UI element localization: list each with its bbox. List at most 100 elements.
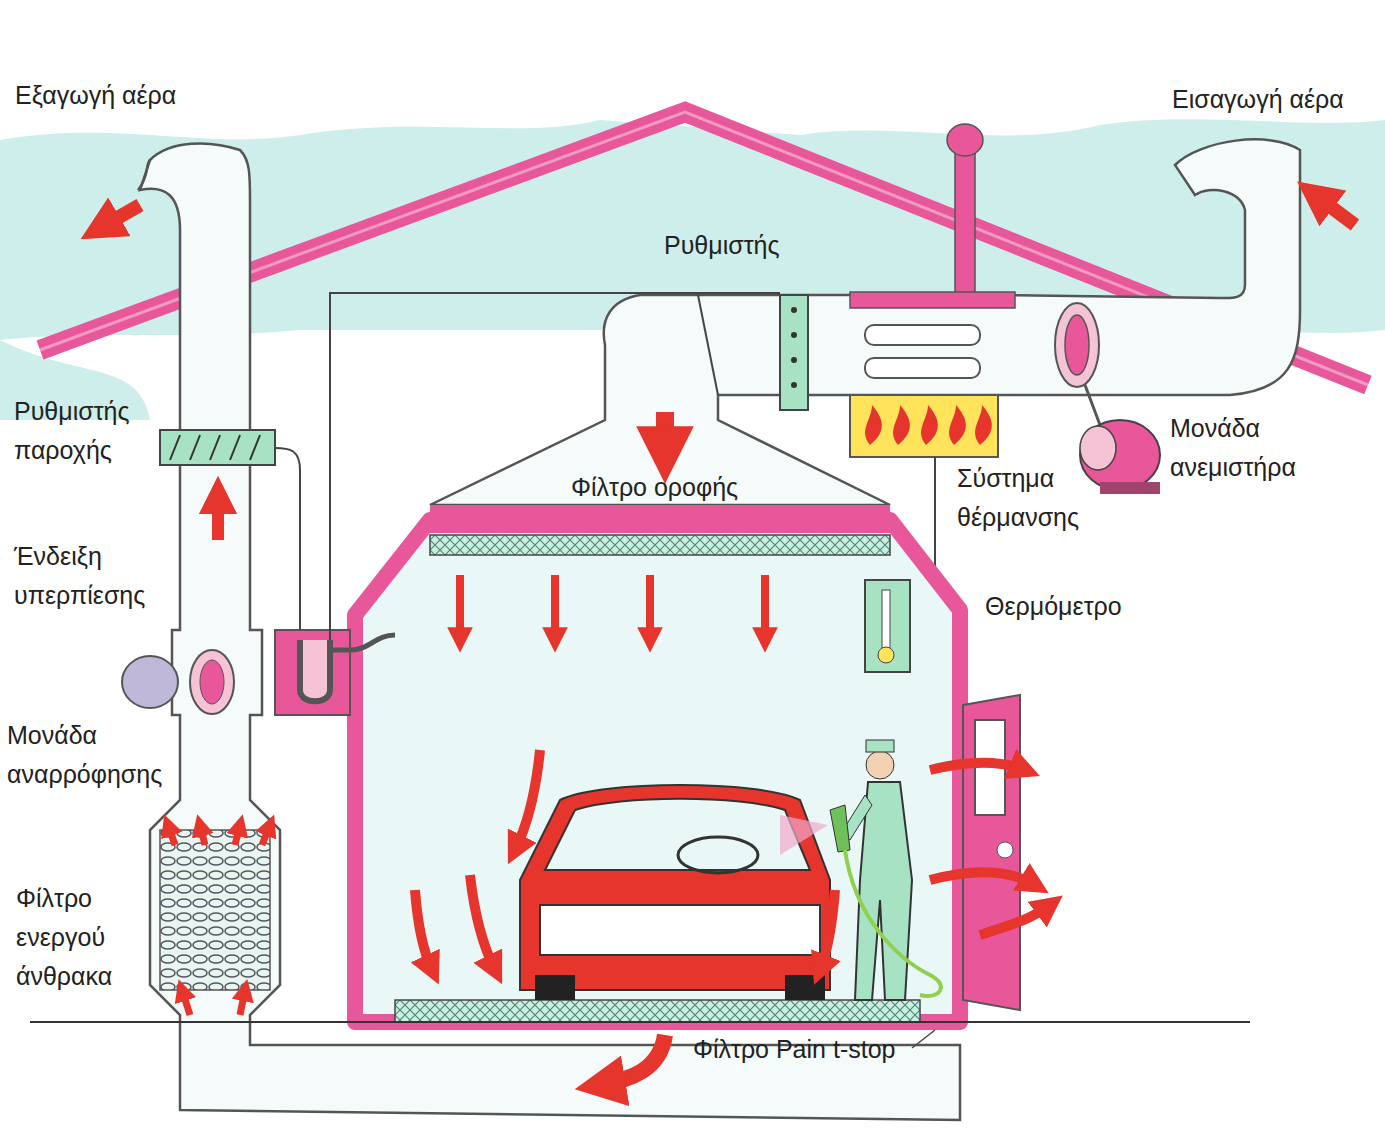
- car: [520, 785, 830, 1000]
- car-part: [535, 975, 575, 1000]
- painter: [780, 740, 941, 1000]
- part-label: Εξαγωγή αέρα: [15, 76, 176, 115]
- part-label: Φίλτρο ενεργού άνθρακα: [16, 879, 136, 996]
- booth-part: [430, 505, 890, 533]
- airflow-arrows-part: [980, 905, 1050, 935]
- car-part: [540, 905, 820, 955]
- leader-part: [912, 1030, 935, 1048]
- airflow-arrows-part: [168, 825, 175, 845]
- intake-duct-part: [955, 150, 975, 295]
- fan-unit: [1080, 420, 1160, 494]
- painter-part: [866, 740, 894, 752]
- airflow-arrows-part: [212, 495, 224, 540]
- airflow-arrows-part: [470, 875, 495, 970]
- booth-part: [355, 520, 960, 1022]
- part-label: Φίλτρο Pain t-stop: [693, 1030, 895, 1069]
- painter-part: [830, 805, 850, 852]
- intake-duct-part: [850, 292, 1015, 308]
- airflow-arrows-part: [262, 825, 270, 845]
- exhaust-parts-part: [122, 656, 178, 708]
- booth-part: [963, 695, 1020, 1010]
- intake-duct-part: [430, 139, 1300, 505]
- exhaust-parts-part: [160, 430, 275, 465]
- airflow-arrows-part: [1315, 195, 1355, 225]
- exhaust-parts-part: [160, 830, 270, 990]
- exhaust-parts-part: [170, 435, 260, 460]
- airflow-arrows-part: [182, 990, 190, 1015]
- heater-part: [865, 405, 992, 445]
- intake-duct-part: [947, 124, 983, 156]
- booth-part: [395, 1000, 920, 1022]
- floor-part: [30, 1021, 1250, 1023]
- exhaust-parts-part: [190, 650, 234, 714]
- part-label: Ρυθμιστής: [664, 226, 779, 265]
- filter-label: Φίλτρο οροφής: [565, 470, 744, 504]
- exhaust-duct-part: [138, 160, 150, 190]
- wires: [275, 293, 780, 640]
- airflow-arrows: [100, 195, 1355, 1085]
- intake-duct-part: [791, 382, 797, 388]
- intake-duct-part: [1055, 303, 1099, 387]
- airflow-arrows-part: [551, 575, 559, 640]
- part-label: Ένδειξη υπερπίεσης: [14, 537, 179, 615]
- intake-duct-part: [791, 357, 797, 363]
- airflow-arrows-part: [415, 890, 432, 970]
- part-label: Μονάδα αναρρόφησης: [7, 716, 182, 794]
- intake-duct-part: [791, 307, 797, 313]
- part-label: Θερμόμετρο: [985, 587, 1122, 626]
- painter-part: [780, 815, 828, 855]
- intake-duct: [430, 124, 1300, 505]
- wires-part: [275, 448, 300, 630]
- airflow-arrows-part: [600, 1035, 665, 1085]
- airflow-arrows-part: [930, 872, 1035, 885]
- car-part: [520, 785, 830, 990]
- booth-part: [878, 647, 894, 663]
- exhaust-parts-part: [300, 640, 330, 701]
- heater-part: [850, 395, 998, 457]
- part-label: Ρυθμιστής παροχής: [14, 392, 164, 470]
- exhaust-parts: [122, 430, 395, 990]
- booth-part: [997, 842, 1013, 858]
- intake-duct-part: [780, 295, 808, 410]
- fan-unit-part: [1080, 426, 1116, 470]
- part-label: Σύστημα θέρμανσης: [957, 459, 1107, 537]
- painter-part: [845, 850, 941, 996]
- airflow-arrows-part: [200, 825, 205, 845]
- airflow-arrows-part: [656, 412, 674, 455]
- floor: [30, 1022, 1250, 1023]
- exhaust-parts-part: [200, 660, 224, 704]
- intake-duct-part: [791, 332, 797, 338]
- intake-duct-part: [865, 325, 980, 345]
- car-part: [678, 837, 758, 873]
- fan-unit-part: [1100, 482, 1160, 494]
- intake-duct-part: [1065, 315, 1089, 375]
- booth: [355, 505, 1020, 1022]
- part-label: Εισαγωγή αέρα: [1172, 80, 1344, 119]
- airflow-arrows-part: [240, 990, 245, 1015]
- wires-part: [330, 293, 780, 640]
- airflow-arrows-part: [235, 825, 240, 845]
- exhaust-duct: [138, 143, 960, 1120]
- airflow-arrows-part: [100, 205, 140, 228]
- painter-part: [866, 751, 894, 779]
- airflow-arrows-part: [646, 575, 654, 640]
- car-part: [785, 975, 825, 1000]
- booth-part: [882, 590, 890, 650]
- booth-part: [865, 580, 910, 672]
- exhaust-duct-part: [140, 143, 960, 1120]
- leader: [912, 1030, 935, 1048]
- exhaust-parts-part: [275, 630, 350, 715]
- intake-duct-part: [865, 358, 980, 378]
- airflow-arrows-part: [515, 750, 540, 850]
- airflow-arrows-part: [820, 890, 835, 970]
- airflow-arrows-part: [930, 763, 1025, 771]
- airflow-arrows-part: [761, 575, 769, 640]
- fan-unit-part: [1080, 420, 1160, 490]
- part-label: Μονάδα ανεμιστήρα: [1170, 409, 1338, 487]
- booth-part: [430, 535, 890, 555]
- airflow-arrows-part: [456, 575, 464, 640]
- exhaust-parts-part: [330, 635, 395, 650]
- intake-duct-part: [1085, 385, 1100, 425]
